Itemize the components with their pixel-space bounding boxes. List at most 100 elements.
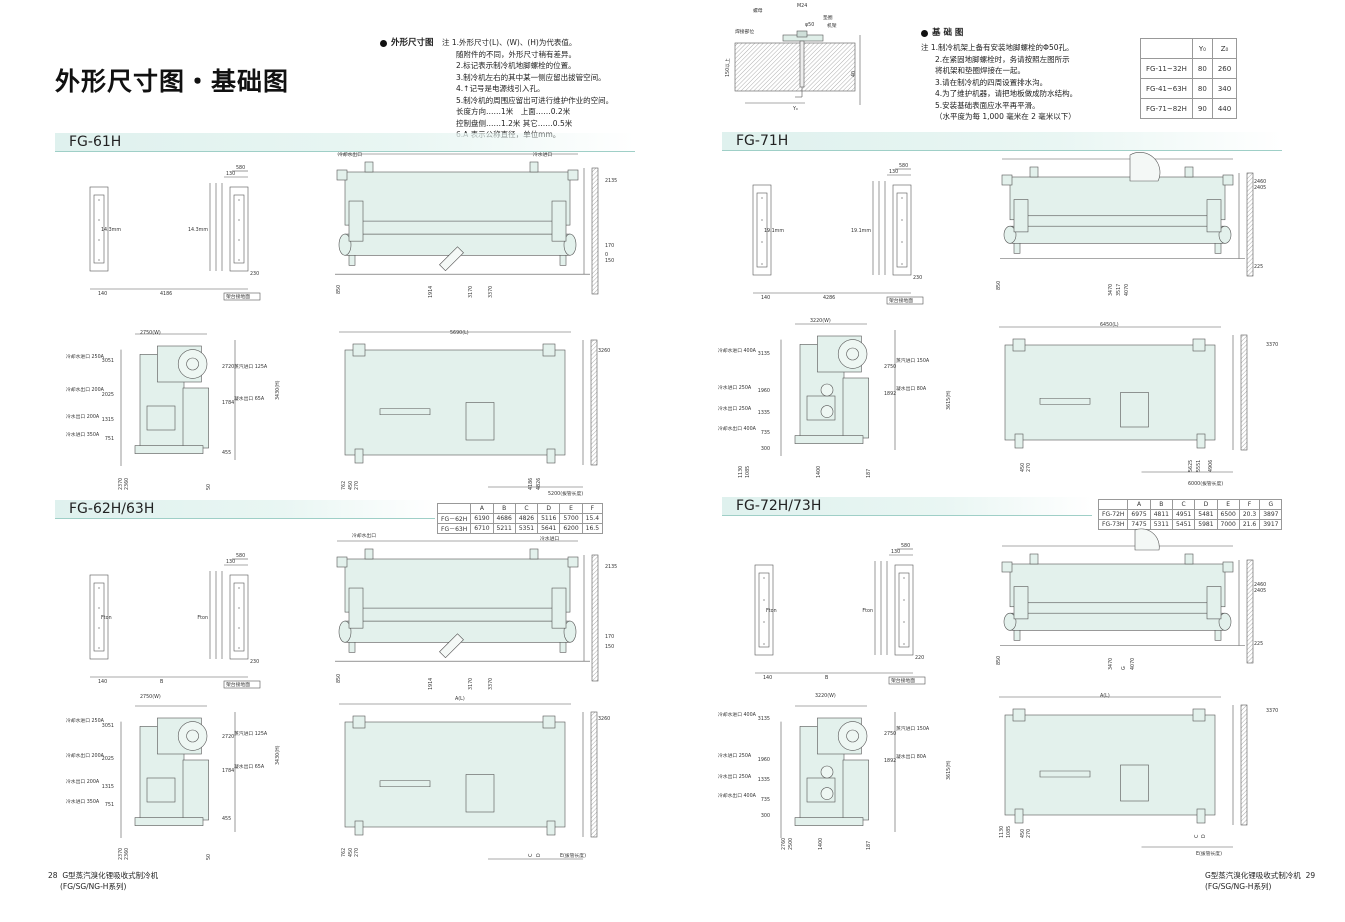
mid-section <box>1019 215 1216 227</box>
shell-head <box>338 233 352 256</box>
nozzle <box>1184 553 1194 565</box>
drum-circle <box>177 721 208 751</box>
dim-130: 130 <box>891 549 900 555</box>
nozzle-circle <box>820 383 834 397</box>
dimension-label: 270 <box>1026 829 1032 838</box>
section-band-fg61h: FG-61H <box>55 133 635 152</box>
mid-section <box>354 220 561 235</box>
foundation-pad <box>89 574 109 660</box>
nozzle-circle <box>820 765 834 779</box>
dimension-label: 凝水出口 65A <box>234 395 265 402</box>
dim-140: 140 <box>98 679 107 685</box>
panel <box>146 405 176 431</box>
dimension-label: 冷却水出口 200A <box>66 386 105 393</box>
plan-box <box>542 343 556 357</box>
dimension-label: 850 <box>996 656 1002 665</box>
dimension-label: 冷水进口 250A <box>718 384 752 391</box>
side-panel <box>182 387 209 449</box>
table-cell: 16.5 <box>581 523 604 534</box>
upper-shell <box>1009 176 1226 221</box>
foundation-pad-inner <box>233 582 245 652</box>
dimension-label: D <box>536 853 542 857</box>
nozzle <box>567 169 579 181</box>
label-inlet: 冷水进口 <box>533 151 552 158</box>
end-box <box>1206 586 1222 620</box>
dim-b: 4286 <box>823 295 835 301</box>
dimension-label: 冷却水进口 400A <box>718 711 757 718</box>
dimension-label: 冷水出口 200A <box>66 413 100 420</box>
dimension-label: 蒸汽进口 150A <box>896 725 930 732</box>
label-40: 40 <box>851 71 857 77</box>
bullet-icon <box>380 39 387 47</box>
dim: 1960 <box>758 388 770 394</box>
nozzle <box>336 556 348 568</box>
dimension-label: 1400 <box>818 838 824 850</box>
note-line: 注 1.制冷机架上备有安装地脚螺栓的Φ50孔。 <box>921 43 1074 52</box>
dimension-label: 冷水进口 350A <box>66 798 100 805</box>
footer-left: 28 G型蒸汽溴化锂吸收式制冷机 (FG/SG/NG-H系列) <box>48 871 159 891</box>
dimension-label: 1784 <box>222 400 234 406</box>
base-label-box <box>223 292 261 301</box>
plan-leg <box>354 820 364 836</box>
dimension-label: 850 <box>336 674 342 683</box>
control-box <box>1120 764 1149 802</box>
pad-label: Fton <box>766 608 777 614</box>
nut <box>796 30 808 38</box>
plan-box <box>1192 708 1206 722</box>
side-panel <box>182 759 209 821</box>
nozzle <box>336 169 348 181</box>
drum-circle-inner <box>846 729 859 743</box>
dimension-label: 270 <box>354 848 360 857</box>
mid-section <box>354 607 561 622</box>
note-line: 5.制冷机的周围应留出可进行维护作业的空间。 <box>456 95 614 105</box>
dimension-label: 4826 <box>536 478 542 490</box>
dim-130: 130 <box>889 169 898 175</box>
dimension-label: G <box>1121 666 1127 670</box>
dimension-label: A(L) <box>455 696 465 702</box>
wall-hatch <box>1246 172 1254 277</box>
dim-230: 220 <box>915 655 924 661</box>
dim: 3135 <box>758 716 770 722</box>
note-line: 3.请在制冷机的四周设置排水沟。 <box>935 77 1048 87</box>
leg <box>1214 629 1222 641</box>
label-washer: 垫圈 <box>823 14 833 21</box>
dimension-label: 450 <box>348 848 354 857</box>
dimension-label: 凝水出口 65A <box>234 763 265 770</box>
dimension-label: 2750 <box>884 364 896 370</box>
dimension-label: 3370 <box>488 678 494 690</box>
section-band-fg71h: FG-71H <box>722 132 1282 151</box>
plan-leg <box>1014 433 1024 449</box>
upper-shell <box>1009 563 1226 608</box>
dimension-label: 3470 <box>1108 284 1114 296</box>
note-line: 3.制冷机左右的其中某一侧应留出拔管空间。 <box>456 72 606 82</box>
dim-140: 140 <box>763 675 772 681</box>
dimension-label: 2460 <box>1254 582 1266 588</box>
dim-b: 4186 <box>160 291 172 297</box>
plan-body <box>1004 344 1216 441</box>
base-label-box <box>223 680 261 689</box>
pad-label: 19.1mm <box>851 228 871 234</box>
dimension-label: 6000(拔管长度) <box>1188 480 1223 487</box>
dimension-label: 225 <box>1254 264 1263 270</box>
label-diameter: φ50 <box>805 22 814 28</box>
table-cell: FG-73H <box>1097 519 1129 530</box>
foundation-pad-inner <box>93 582 105 652</box>
dimension-label: C <box>1194 834 1200 838</box>
nozzle <box>567 556 579 568</box>
control-box <box>465 402 495 441</box>
plan-leg <box>546 820 556 836</box>
dimension-label: 2750(W) <box>140 694 161 700</box>
base-label: 架台接地面 <box>889 297 913 304</box>
plan-leg <box>1196 433 1206 449</box>
base-label-box <box>888 676 926 685</box>
dimension-label: 3430(H) <box>275 380 281 400</box>
pad-label: Fton <box>862 608 873 614</box>
dimension-label: 3170 <box>468 286 474 298</box>
note-line: 注 1.外形尺寸(L)、(W)、(H)为代表值。 <box>442 38 577 47</box>
leg <box>348 255 356 266</box>
